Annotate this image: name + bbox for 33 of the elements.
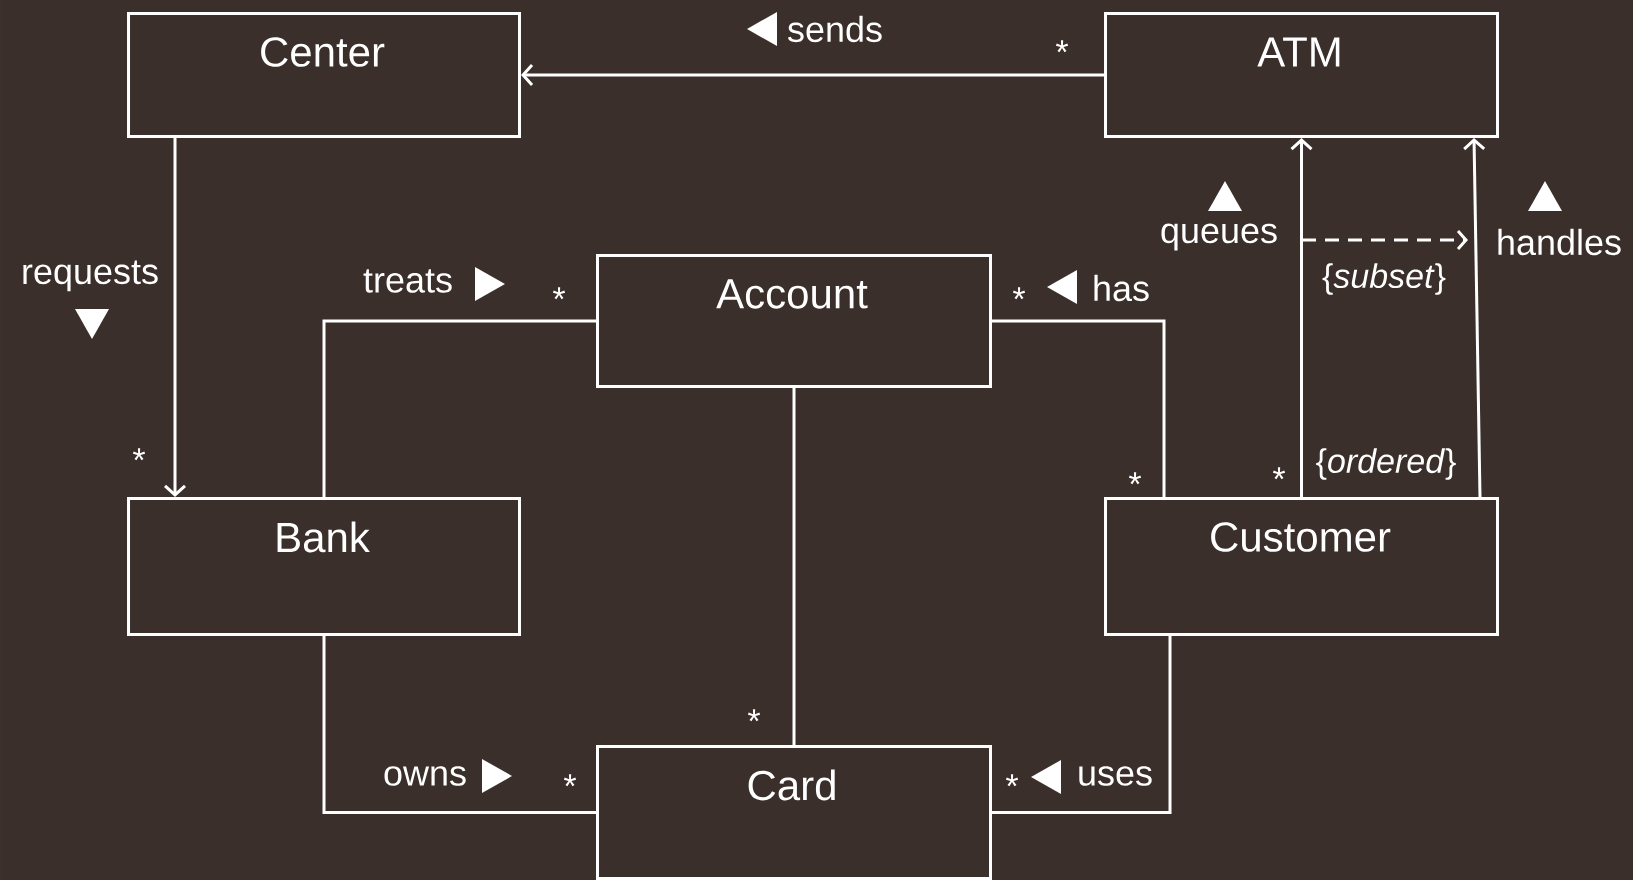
multiplicity: * [1012,287,1026,300]
edge-label: has [1094,274,1149,302]
class-box: ATM [1104,12,1499,138]
association-line [992,319,1166,497]
class-box: Center [127,12,521,138]
multiplicity: * [132,448,146,461]
class-box: Account [596,254,992,388]
multiplicity: * [1055,40,1069,53]
association-line [1290,138,1313,497]
class-box: Card [596,745,992,880]
multiplicity: * [552,287,566,300]
edge-label: handles [1498,228,1621,256]
class-box: Bank [127,497,521,636]
association-line [322,636,596,814]
multiplicity: * [1128,472,1142,485]
edge-label: queues [1161,223,1277,251]
edge-label: sends [788,15,882,43]
association-line [521,64,1104,86]
constraint-label: {ordered} [1316,448,1456,480]
edge-label: treats [363,269,452,293]
association-line [792,388,796,745]
association-line [992,636,1172,814]
edge-label: uses [1079,766,1152,786]
association-line [164,138,186,497]
multiplicity: * [563,774,577,787]
edge-label: owns [384,766,466,786]
multiplicity: * [1005,774,1019,787]
constraint-label: {subset} [1322,263,1446,295]
multiplicity: * [1272,467,1286,480]
association-line [322,319,596,497]
association-line [1463,138,1486,498]
class-box: Customer [1104,497,1499,636]
edge-label: requests [23,260,158,292]
